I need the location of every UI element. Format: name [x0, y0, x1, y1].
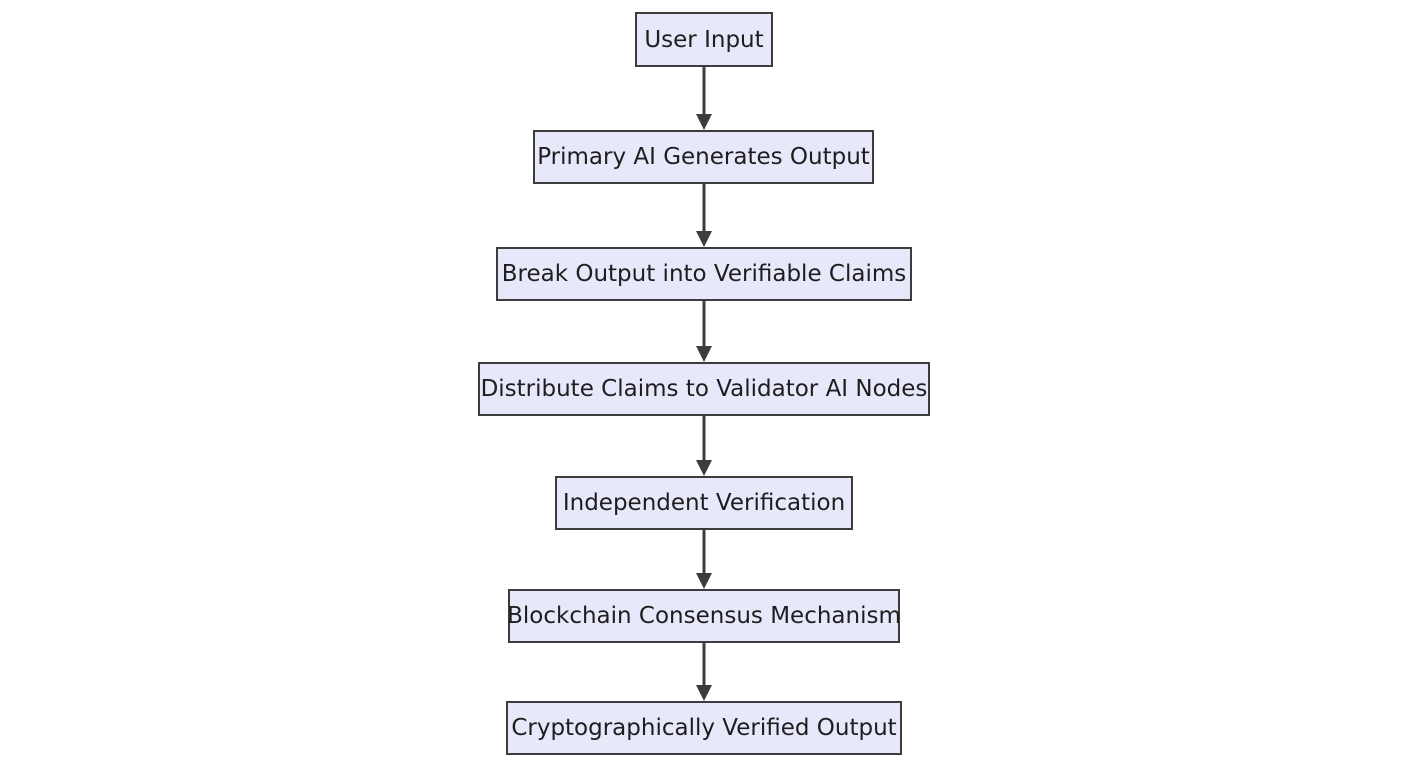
edge-primary-ai-to-break-claims	[696, 184, 712, 247]
edge-independent-verification-to-blockchain-consensus	[696, 530, 712, 589]
node-break-output-into-verifiable-claims: Break Output into Verifiable Claims	[496, 247, 912, 301]
node-label: Independent Verification	[562, 490, 846, 516]
edge-break-claims-to-distribute-claims	[696, 301, 712, 362]
node-user-input: User Input	[635, 12, 773, 67]
node-label: Break Output into Verifiable Claims	[501, 261, 907, 287]
edge-distribute-claims-to-independent-verification	[696, 416, 712, 476]
node-label: User Input	[644, 26, 764, 53]
node-label: Distribute Claims to Validator AI Nodes	[480, 376, 928, 402]
node-label: Blockchain Consensus Mechanism	[507, 603, 901, 629]
edge-blockchain-consensus-to-verified-output	[696, 643, 712, 701]
edge-user-input-to-primary-ai	[696, 67, 712, 130]
node-label: Cryptographically Verified Output	[511, 715, 897, 741]
node-independent-verification: Independent Verification	[555, 476, 853, 530]
node-label: Primary AI Generates Output	[537, 144, 870, 170]
node-cryptographically-verified-output: Cryptographically Verified Output	[506, 701, 902, 755]
node-primary-ai-generates-output: Primary AI Generates Output	[533, 130, 874, 184]
node-blockchain-consensus-mechanism: Blockchain Consensus Mechanism	[507, 589, 901, 643]
node-distribute-claims-to-validator-ai-nodes: Distribute Claims to Validator AI Nodes	[478, 362, 930, 416]
